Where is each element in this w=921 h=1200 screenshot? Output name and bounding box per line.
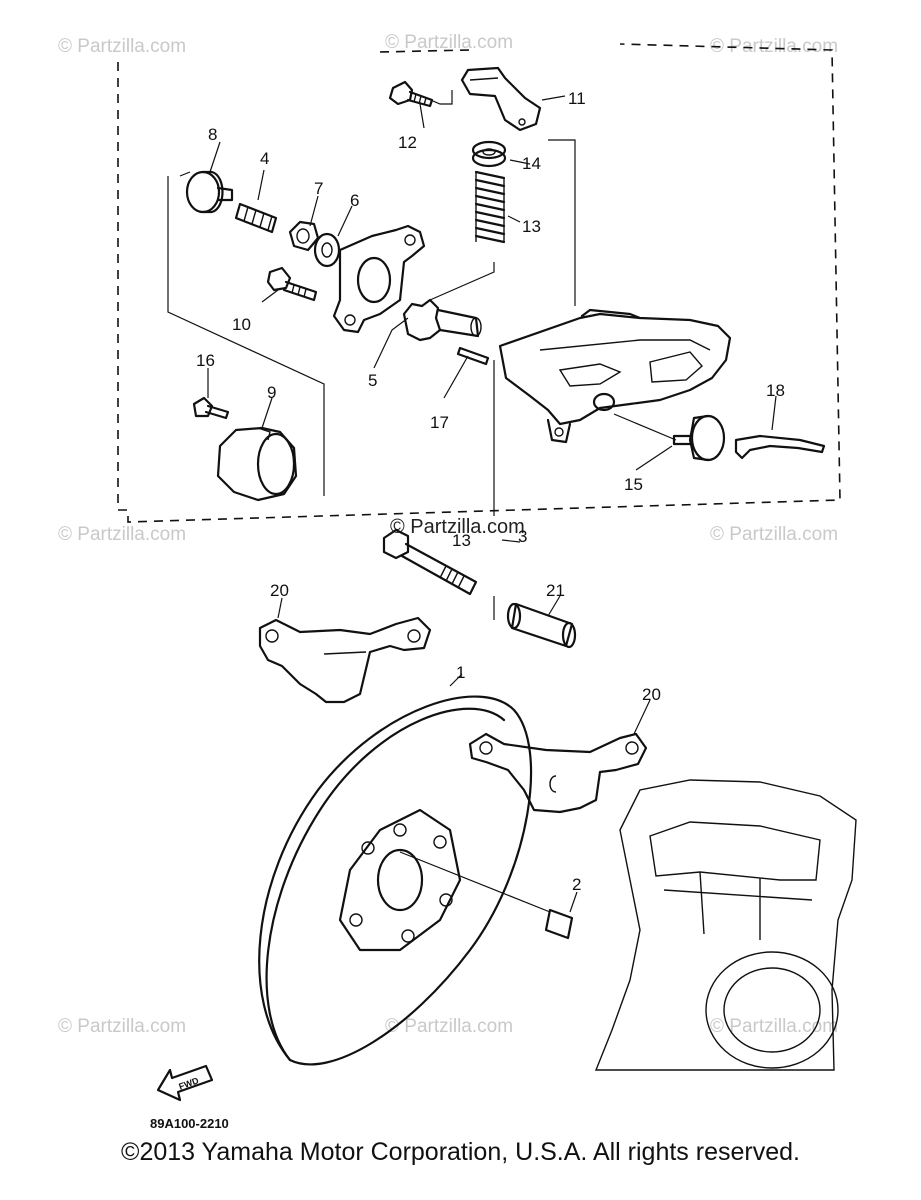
watermark: © Partzilla.com: [710, 524, 838, 545]
callout-18: 18: [766, 381, 785, 400]
callout-13: 13: [452, 531, 471, 550]
diagram-code: 89A100-2210: [150, 1116, 229, 1131]
part-4-screw: [234, 202, 278, 234]
callout-20: 20: [642, 685, 661, 704]
watermark: © Partzilla.com: [385, 32, 513, 53]
copyright-notice: ©2013 Yamaha Motor Corporation, U.S.A. A…: [121, 1138, 800, 1166]
part-18-clip: [734, 434, 826, 460]
callout-6: 6: [350, 191, 359, 210]
part-21-sleeve: [506, 602, 577, 649]
part-2-key: [544, 908, 574, 940]
watermark: © Partzilla.com: [58, 1016, 186, 1037]
callout-14: 14: [522, 154, 541, 173]
part-17-pin: [456, 346, 490, 366]
caliper-housing: [332, 224, 426, 334]
part-6-washer: [313, 232, 341, 268]
callout-1: 1: [456, 663, 465, 682]
callout-17: 17: [430, 413, 449, 432]
caliper-body: [498, 308, 732, 444]
part-15-piston: [672, 414, 726, 462]
part-1-disc: [258, 695, 533, 1066]
part-5-shaft: [402, 298, 482, 342]
callout-11: 11: [568, 89, 586, 108]
callout-20: 20: [270, 581, 289, 600]
callout-3: 3: [518, 527, 527, 546]
callout-4: 4: [260, 149, 269, 168]
callout-13: 13: [522, 217, 541, 236]
part-10-bolt: [266, 266, 318, 302]
watermark: © Partzilla.com: [385, 1016, 513, 1037]
watermark: © Partzilla.com: [58, 524, 186, 545]
callout-16: 16: [196, 351, 215, 370]
part-13-spring: [474, 170, 506, 244]
callout-9: 9: [267, 383, 276, 402]
callout-8: 8: [208, 125, 217, 144]
leader-lines: [167, 90, 777, 913]
callout-2: 2: [572, 875, 581, 894]
part-7-nut: [288, 220, 320, 252]
callout-21: 21: [546, 581, 565, 600]
part-3-bolt: [382, 528, 478, 596]
callout-15: 15: [624, 475, 643, 494]
part-20-lower-pad: [468, 732, 648, 814]
part-8-knob: [185, 170, 234, 214]
watermark: © Partzilla.com: [710, 36, 838, 57]
part-11-bracket: [460, 66, 542, 132]
fwd-arrow-icon: FWD: [156, 1064, 214, 1102]
callout-10: 10: [232, 315, 251, 334]
part-16-screw: [192, 396, 230, 420]
watermark-center: © Partzilla.com: [390, 516, 525, 538]
part-9-cap: [216, 426, 298, 502]
watermark: © Partzilla.com: [58, 36, 186, 57]
part-20-upper-pad: [258, 616, 432, 704]
part-12-bolt: [388, 80, 434, 108]
frame: [594, 779, 857, 1071]
callout-12: 12: [398, 133, 417, 152]
assembly-boundary: [117, 43, 841, 523]
part-14-washer: [471, 140, 507, 168]
callout-7: 7: [314, 179, 323, 198]
watermark: © Partzilla.com: [710, 1016, 838, 1037]
callout-5: 5: [368, 371, 377, 390]
